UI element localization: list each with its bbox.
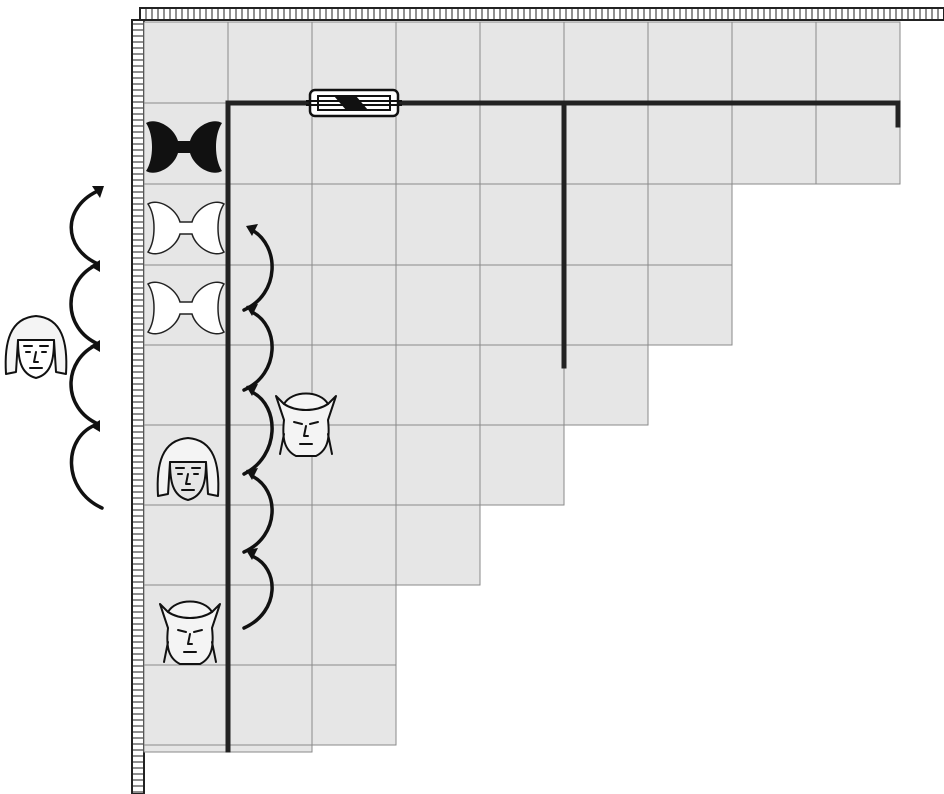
floor-tile[interactable]	[480, 265, 564, 345]
floor-tile[interactable]	[228, 745, 312, 752]
curved-arrow-icon	[71, 424, 102, 508]
floor-tile[interactable]	[732, 22, 816, 103]
door-icon[interactable]	[306, 90, 402, 116]
floor-tile[interactable]	[480, 425, 564, 505]
floor-tile[interactable]	[480, 103, 564, 184]
floor-tile[interactable]	[648, 265, 732, 345]
barbarian-head-icon[interactable]	[6, 316, 67, 378]
floor-tile[interactable]	[564, 103, 648, 184]
floor-tile[interactable]	[732, 103, 816, 184]
floor-tile[interactable]	[228, 22, 312, 103]
floor-tile[interactable]	[480, 22, 564, 103]
floor-tile[interactable]	[312, 265, 396, 345]
top-rim	[140, 8, 944, 20]
floor-tile[interactable]	[480, 184, 564, 265]
floor-tile[interactable]	[396, 425, 480, 505]
floor-tile[interactable]	[228, 103, 312, 184]
floor-tile[interactable]	[312, 184, 396, 265]
floor-tile[interactable]	[396, 184, 480, 265]
floor-tile[interactable]	[816, 103, 900, 184]
floor-tile[interactable]	[816, 22, 900, 103]
floor-tile[interactable]	[648, 184, 732, 265]
floor-tile[interactable]	[564, 22, 648, 103]
floor-tile[interactable]	[396, 505, 480, 585]
floor-tile[interactable]	[564, 345, 648, 425]
floor-tile[interactable]	[144, 505, 228, 585]
floor-tile[interactable]	[648, 22, 732, 103]
floor-tiles	[144, 22, 900, 752]
floor-tile[interactable]	[648, 103, 732, 184]
floor-tile[interactable]	[396, 345, 480, 425]
left-rim	[132, 20, 144, 794]
floor-tile[interactable]	[312, 585, 396, 665]
floor-tile[interactable]	[396, 265, 480, 345]
curved-arrow-icon	[71, 344, 98, 424]
floor-tile[interactable]	[312, 665, 396, 745]
floor-tile[interactable]	[564, 184, 648, 265]
floor-tile[interactable]	[228, 665, 312, 745]
floor-tile[interactable]	[144, 345, 228, 425]
curved-arrow-icon	[71, 264, 98, 344]
floor-tile[interactable]	[396, 103, 480, 184]
floor-tile[interactable]	[396, 22, 480, 103]
floor-tile[interactable]	[144, 745, 228, 752]
floor-tile[interactable]	[312, 505, 396, 585]
curved-arrow-icon	[71, 190, 100, 264]
floor-tile[interactable]	[480, 345, 564, 425]
move-path-outside	[71, 186, 104, 508]
floor-tile[interactable]	[144, 665, 228, 745]
floor-tile[interactable]	[564, 265, 648, 345]
floor-tile[interactable]	[144, 22, 228, 103]
